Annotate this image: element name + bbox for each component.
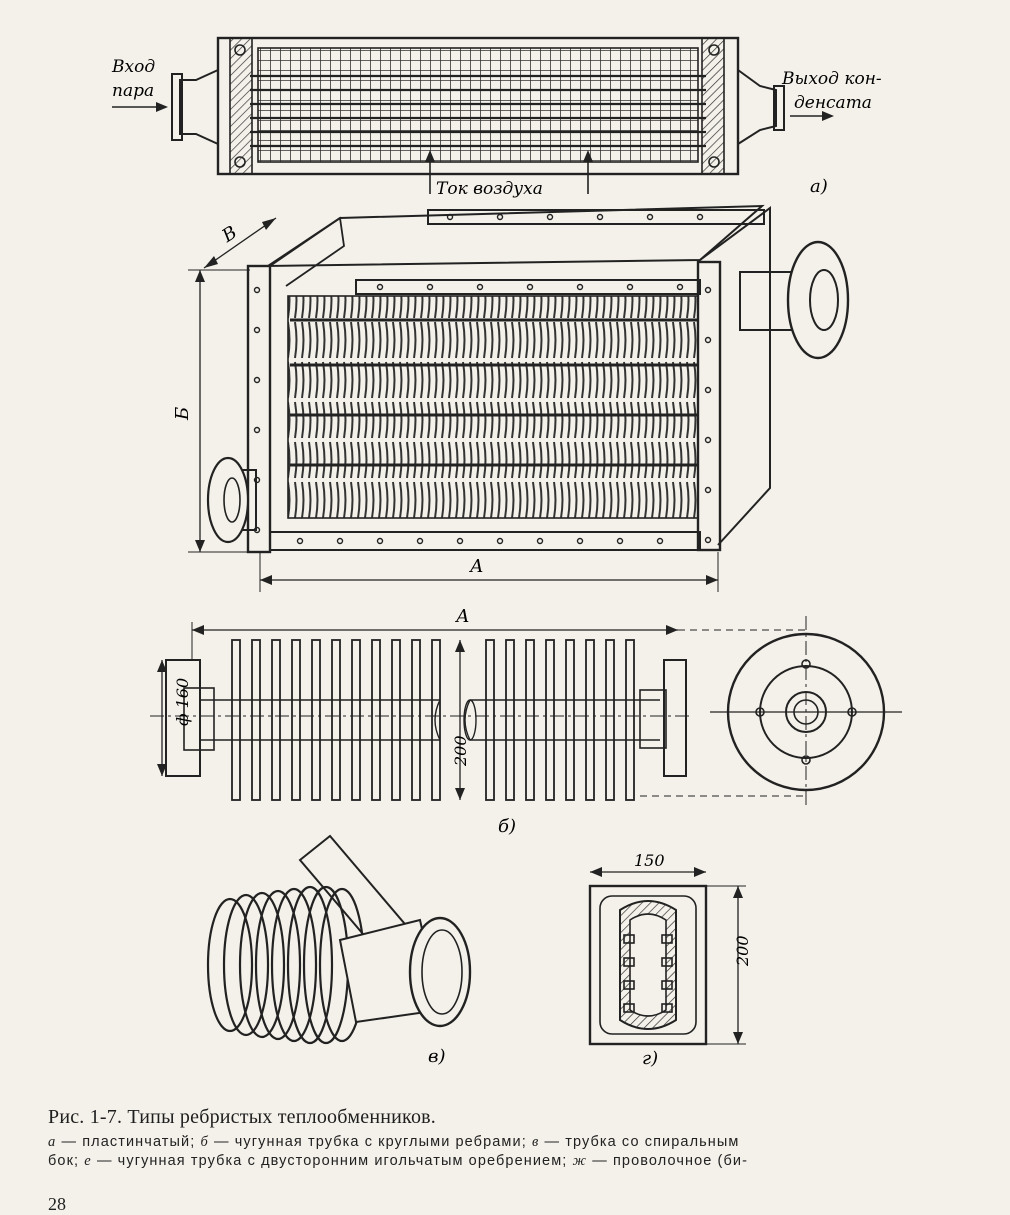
dim-v-iso: В [218,222,241,247]
legend-text: — проволочное (би- [587,1153,748,1169]
dim-b-iso: Б [172,407,193,421]
legend-letter: ж [572,1153,588,1169]
outlet-label-1: Выход кон- [781,69,882,89]
dim-diameter: ф 160 [173,678,192,726]
legend-text: — трубка со спиральным [539,1134,740,1150]
diagram-b-finned-pipe: А ф 160 200 б) [150,606,902,837]
diagram-g-needle-section: 150 200 г) [588,851,752,1069]
outlet-label-2: денсата [794,93,872,113]
diagram-v-spiral-tube: в) [206,834,472,1067]
legend-text: — чугунная трубка с круглыми ребрами; [208,1134,532,1150]
dim-a-iso: А [468,556,484,577]
diagram-v-letter: в) [428,1046,446,1067]
page-number: 28 [48,1194,66,1214]
dim-width-g: 150 [634,851,665,870]
dim-a-b: А [454,606,470,627]
dim-height-g: 200 [733,935,752,967]
figure-caption-title: Рис. 1-7. Типы ребристых теплообменников… [48,1106,437,1128]
legend-text: бок; [48,1153,85,1169]
diagram-isometric-exchanger: А Б В [172,204,850,592]
airflow-label: Ток воздуха [436,179,543,199]
diagram-g-letter: г) [642,1048,658,1069]
diagram-a-plate-exchanger: Вход пара Выход кон- денсата Ток воздуха… [111,36,882,199]
figure-legend-line-1: а — пластинчатый; б — чугунная трубка с … [48,1134,739,1151]
inlet-label-2: пара [112,81,154,101]
legend-text: — пластинчатый; [56,1134,201,1150]
diagram-a-letter: а) [810,176,828,197]
diagram-b-letter: б) [498,816,516,837]
legend-text: — чугунная трубка с двусторонним игольча… [91,1153,573,1169]
legend-letter: б [200,1134,209,1150]
dim-height-b: 200 [451,735,470,767]
legend-letter: в [531,1134,540,1150]
heat-exchanger-figure: Вход пара Выход кон- денсата Ток воздуха… [111,36,902,1069]
legend-letter: е [84,1153,92,1169]
inlet-label-1: Вход [111,57,155,77]
legend-letter: а [48,1134,57,1150]
figure-legend-line-2: бок; е — чугунная трубка с двусторонним … [48,1153,748,1170]
